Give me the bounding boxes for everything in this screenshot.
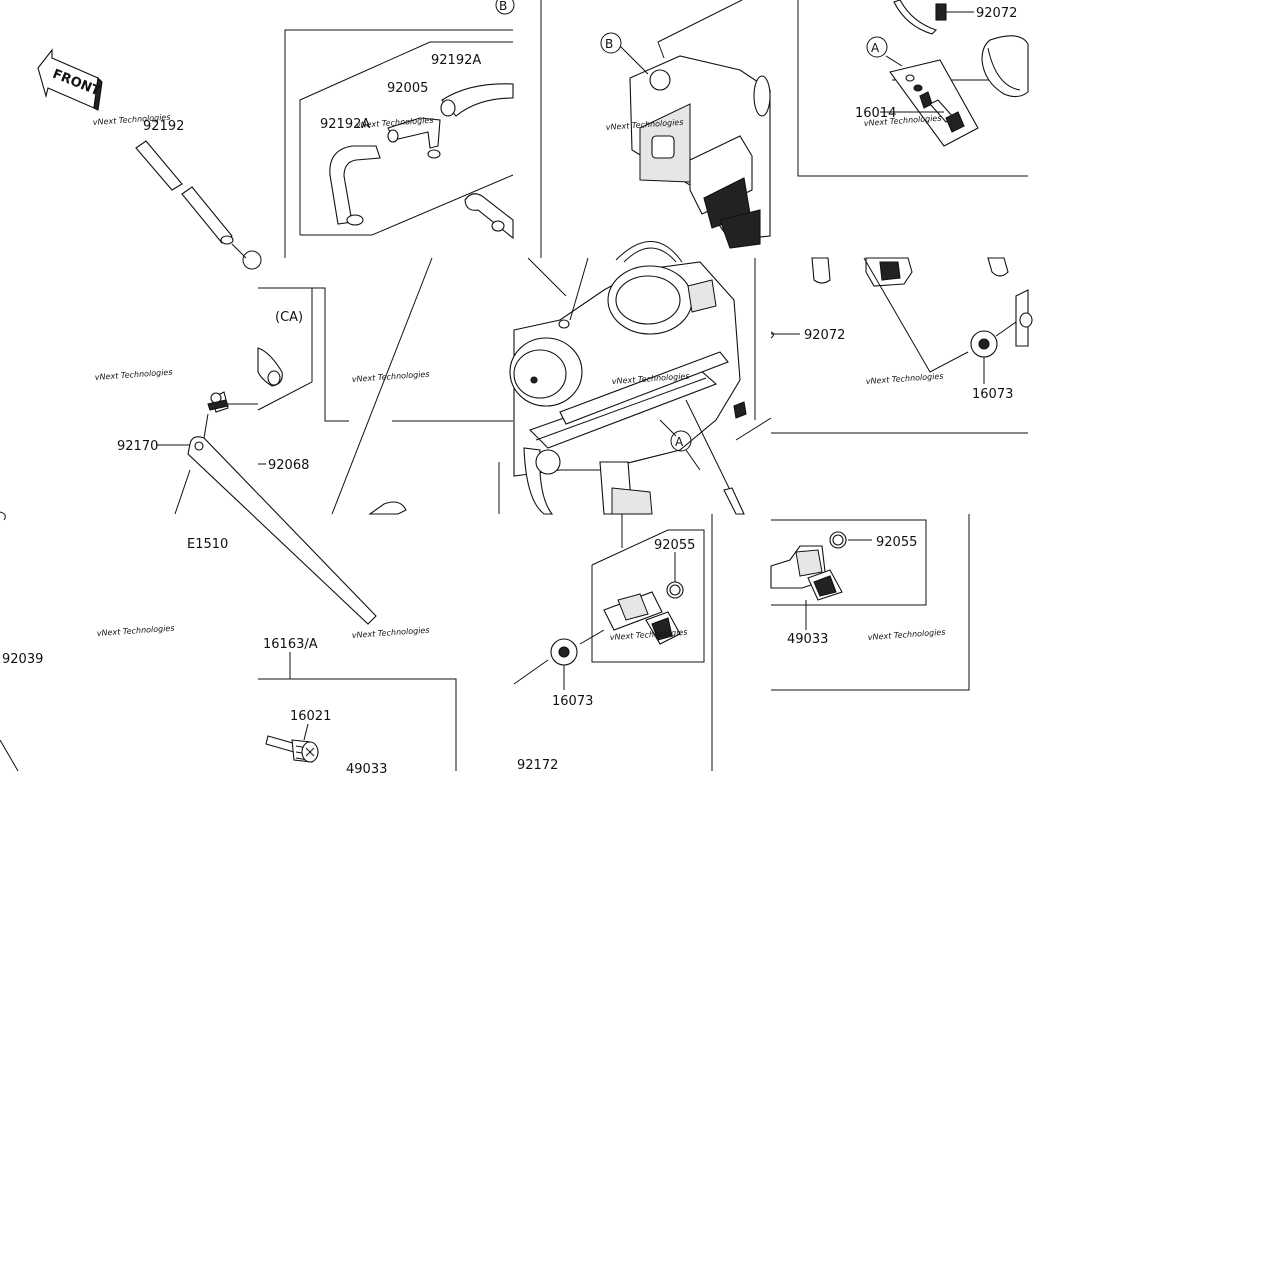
part-label-92039: 92039 [2, 652, 43, 667]
part-label-16073-center: 16073 [552, 694, 593, 709]
part-label-92055-right: 92055 [876, 535, 917, 550]
callout-a-upper: A [866, 36, 888, 58]
watermark-text: vNext Technologies [352, 626, 430, 640]
callout-a-center: A [670, 430, 692, 452]
front-direction-arrow: FRONT [37, 48, 103, 111]
watermark-text: vNext Technologies [95, 368, 173, 382]
part-label-16073-right: 16073 [972, 387, 1013, 402]
part-label-92172: 92172 [517, 758, 558, 773]
screw-16021 [0, 511, 319, 763]
clamp-and-screw-upper [880, 0, 1029, 147]
hose-92192 [135, 140, 262, 270]
callout-b-top: B [495, 0, 515, 15]
svg-text:A: A [871, 41, 880, 55]
watermark-text: vNext Technologies [610, 628, 688, 642]
variant-tag-ca: (CA) [275, 310, 303, 325]
throttle-body-main [509, 241, 800, 515]
part-number-labels: 92192 92192A 92005 92192A 92072 16014 92… [2, 6, 1017, 777]
part-label-92192A-left: 92192A [320, 117, 370, 132]
part-label-92192A-right: 92192A [431, 53, 481, 68]
part-label-92072-top: 92072 [976, 6, 1017, 21]
pins-and-nut-right [811, 257, 1033, 384]
injector-right [770, 531, 872, 630]
throttle-body-upper [619, 0, 771, 249]
panel-frames [0, 0, 1028, 772]
part-label-92055-center: 92055 [654, 538, 695, 553]
part-label-92072-mid: 92072 [804, 328, 845, 343]
watermark-text: vNext Technologies [352, 370, 430, 384]
watermark-text: vNext Technologies [868, 628, 946, 642]
callout-b-center: B [600, 32, 622, 54]
svg-text:B: B [605, 37, 613, 51]
part-label-16021: 16021 [290, 709, 331, 724]
part-label-16014: 16014 [855, 106, 896, 121]
part-label-49033-bottom: 49033 [346, 762, 387, 777]
callout-a-leader [685, 449, 701, 471]
hose-assembly-top [329, 83, 514, 240]
part-label-16163A: 16163/A [263, 637, 318, 652]
part-label-92170: 92170 [117, 439, 158, 454]
watermark-text: vNext Technologies [866, 372, 944, 386]
watermark-text: vNext Technologies [97, 624, 175, 638]
part-label-92068: 92068 [268, 458, 309, 473]
part-label-92005: 92005 [387, 81, 428, 96]
part-label-92192: 92192 [143, 119, 184, 134]
strap-and-bolt [156, 347, 407, 625]
svg-text:B: B [499, 0, 507, 13]
part-label-49033-right: 49033 [787, 632, 828, 647]
svg-text:A: A [675, 435, 684, 449]
injector-center [513, 514, 684, 690]
part-label-e1510: E1510 [187, 537, 228, 552]
